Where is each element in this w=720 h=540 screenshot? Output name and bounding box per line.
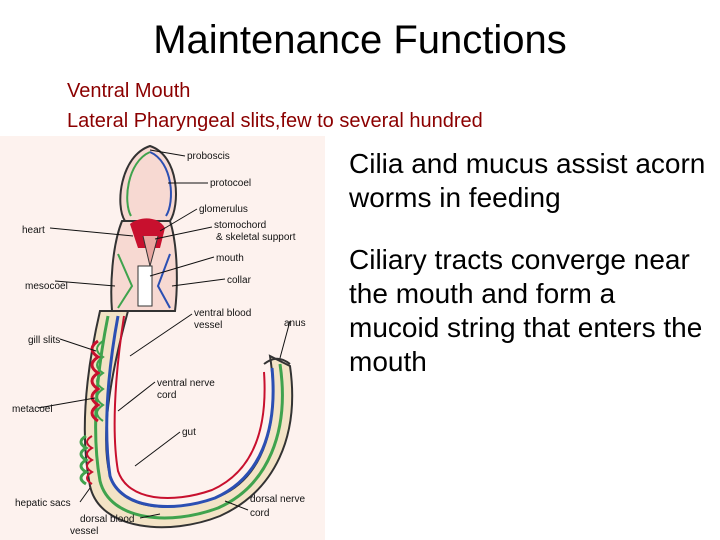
slide-title: Maintenance Functions bbox=[153, 18, 567, 62]
label-dorsal-nerve-cord: dorsal nerve bbox=[250, 494, 305, 505]
label-hepatic-sacs: hepatic sacs bbox=[15, 498, 71, 509]
collar-shape bbox=[110, 218, 178, 312]
label-protocoel: protocoel bbox=[210, 178, 251, 189]
label-glomerulus: glomerulus bbox=[199, 204, 248, 215]
label-stomochord: stomochord bbox=[214, 220, 266, 231]
label-dorsal-blood-vessel: dorsal blood bbox=[80, 514, 134, 525]
label-ventral-nerve-cord: ventral nerve bbox=[157, 378, 215, 389]
mouth-opening bbox=[137, 265, 153, 307]
subtitle-pharyngeal-slits: Lateral Pharyngeal slits,few to several … bbox=[67, 110, 483, 132]
label-gill-slits: gill slits bbox=[28, 335, 60, 346]
acorn-worm-anatomy-diagram: proboscis protocoel glomerulus stomochor… bbox=[0, 136, 325, 540]
hepatic-sacs-shapes bbox=[79, 434, 94, 486]
bullet-ciliary-tracts: Ciliary tracts converge near the mouth a… bbox=[349, 244, 703, 377]
label-proboscis: proboscis bbox=[187, 151, 230, 162]
acorn-worm-svg: proboscis protocoel glomerulus stomochor… bbox=[0, 136, 325, 540]
label-collar: collar bbox=[227, 275, 252, 286]
label-dorsal-blood-vessel-2: vessel bbox=[70, 526, 98, 537]
label-mesocoel: mesocoel bbox=[25, 281, 68, 292]
label-mouth: mouth bbox=[216, 253, 244, 264]
label-gut: gut bbox=[182, 427, 196, 438]
label-dorsal-nerve-cord-2: cord bbox=[250, 508, 269, 519]
subtitle-ventral-mouth: Ventral Mouth bbox=[67, 80, 191, 102]
bullet-cilia-mucus: Cilia and mucus assist acorn worms in fe… bbox=[349, 148, 706, 213]
label-ventral-nerve-cord-2: cord bbox=[157, 390, 176, 401]
label-leader-lines bbox=[37, 149, 291, 519]
gill-slits-shapes bbox=[90, 339, 105, 423]
label-ventral-blood-vessel-2: vessel bbox=[194, 320, 222, 331]
label-ventral-blood-vessel: ventral blood bbox=[194, 308, 251, 319]
label-heart: heart bbox=[22, 225, 45, 236]
label-skeletal-support: & skeletal support bbox=[216, 232, 296, 243]
blue-tract bbox=[105, 315, 275, 509]
red-vessel bbox=[113, 315, 266, 500]
anus-opening bbox=[263, 357, 291, 365]
label-anus: anus bbox=[284, 318, 306, 329]
label-metacoel: metacoel bbox=[12, 404, 53, 415]
